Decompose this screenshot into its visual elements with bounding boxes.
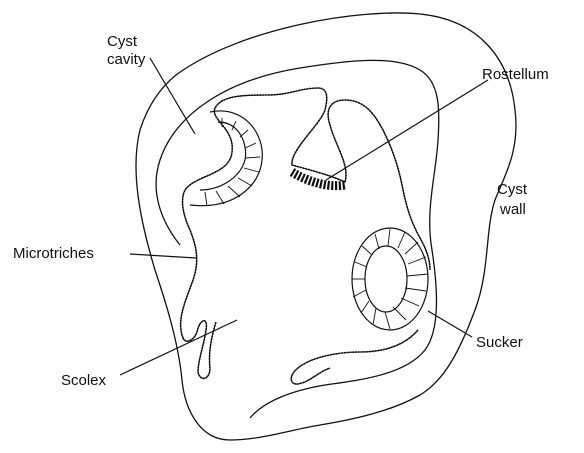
microtriches-leader: [130, 254, 196, 258]
label-cyst-wall-line2: wall: [499, 201, 526, 218]
scolex-body: [181, 88, 430, 384]
label-sucker: Sucker: [476, 334, 523, 351]
label-cyst-cavity-line2: cavity: [107, 51, 146, 68]
cyst-wall-inner-left: [156, 160, 180, 245]
scolex-leader: [120, 320, 237, 375]
cyst-wall-outer: [136, 13, 516, 440]
label-rostellum: Rostellum: [482, 66, 549, 83]
label-cyst-cavity-line1: Cyst: [107, 33, 138, 50]
rostellum-leader: [326, 80, 488, 180]
lower-sucker: [352, 228, 428, 330]
label-cyst-wall-line1: Cyst: [497, 181, 528, 198]
cyst-wall-inner: [160, 60, 439, 418]
label-scolex: Scolex: [61, 372, 107, 389]
label-microtriches: Microtriches: [13, 245, 94, 262]
upper-sucker: [190, 111, 262, 206]
